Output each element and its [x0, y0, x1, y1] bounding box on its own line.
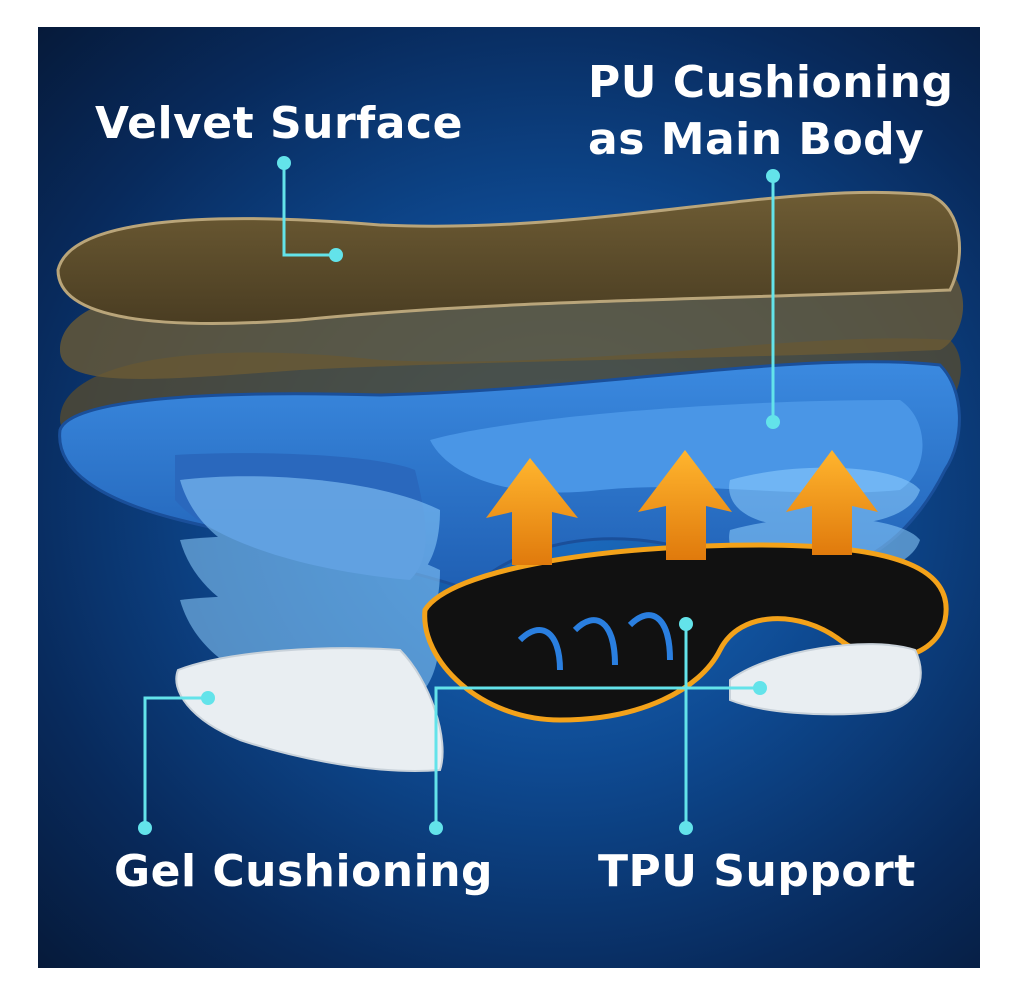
label-tpu-support: TPU Support	[598, 846, 916, 897]
upward-arrows-icon	[486, 450, 878, 565]
callout-dots	[138, 156, 780, 835]
gel-pads	[175, 643, 922, 772]
label-velvet-surface: Velvet Surface	[95, 98, 463, 149]
label-pu-cushioning-line1: PU Cushioning	[588, 57, 954, 108]
label-pu-cushioning-line2: as Main Body	[588, 114, 925, 165]
callout-lines	[143, 163, 775, 828]
label-gel-cushioning: Gel Cushioning	[114, 846, 494, 897]
